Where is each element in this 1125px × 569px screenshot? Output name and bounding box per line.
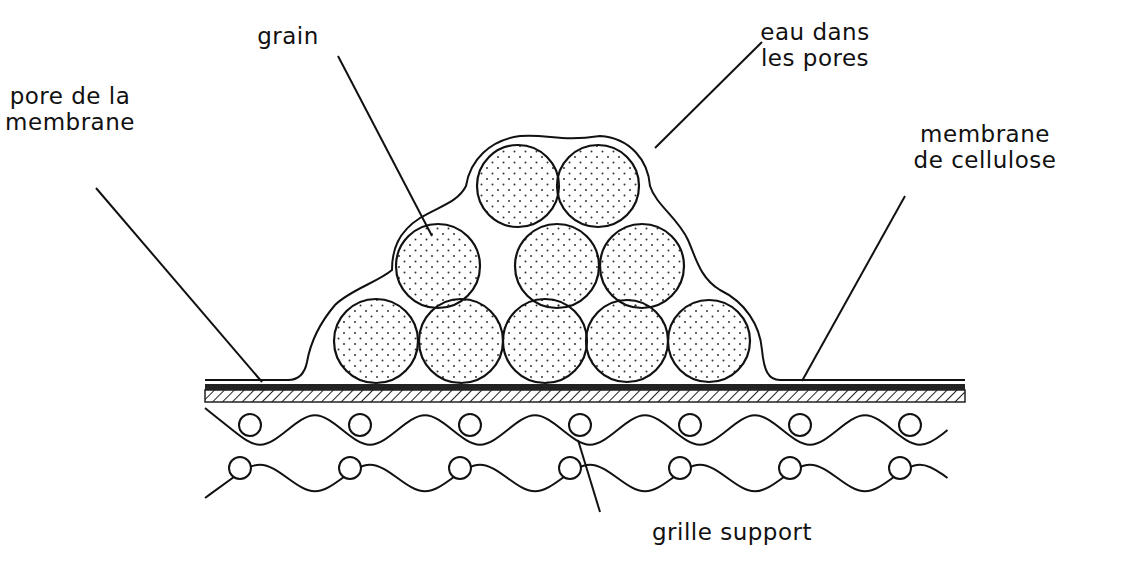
grid-wire-section bbox=[239, 414, 261, 436]
grid-wire-section bbox=[449, 457, 471, 479]
grid-wire-section bbox=[559, 457, 581, 479]
callout-label: grille support bbox=[652, 520, 812, 546]
callout-label: eau dans les pores bbox=[759, 20, 871, 72]
grid-wire-section bbox=[459, 414, 481, 436]
callout-label: grain bbox=[233, 24, 343, 50]
support-grid bbox=[205, 408, 948, 498]
grid-wire-section bbox=[339, 457, 361, 479]
callout-label: pore de la membrane bbox=[5, 84, 135, 136]
grid-wire-section bbox=[899, 414, 921, 436]
leader-line bbox=[96, 188, 262, 382]
cellulose-membrane bbox=[205, 384, 965, 402]
grains bbox=[334, 145, 750, 383]
callout-label: membrane de cellulose bbox=[910, 122, 1060, 174]
grid-wire-section bbox=[569, 414, 591, 436]
grid-wire-section bbox=[679, 414, 701, 436]
leader-line bbox=[802, 196, 905, 381]
leader-lines bbox=[96, 42, 905, 512]
leader-line bbox=[338, 56, 432, 236]
leader-line bbox=[578, 440, 600, 512]
leader-line bbox=[655, 42, 762, 148]
grid-wire-section bbox=[349, 414, 371, 436]
grid-wire-section bbox=[889, 457, 911, 479]
grid-wire-section bbox=[789, 414, 811, 436]
grid-wire-section bbox=[669, 457, 691, 479]
grid-wire-section bbox=[779, 457, 801, 479]
grid-wire bbox=[205, 408, 948, 445]
grid-wire-section bbox=[229, 457, 251, 479]
